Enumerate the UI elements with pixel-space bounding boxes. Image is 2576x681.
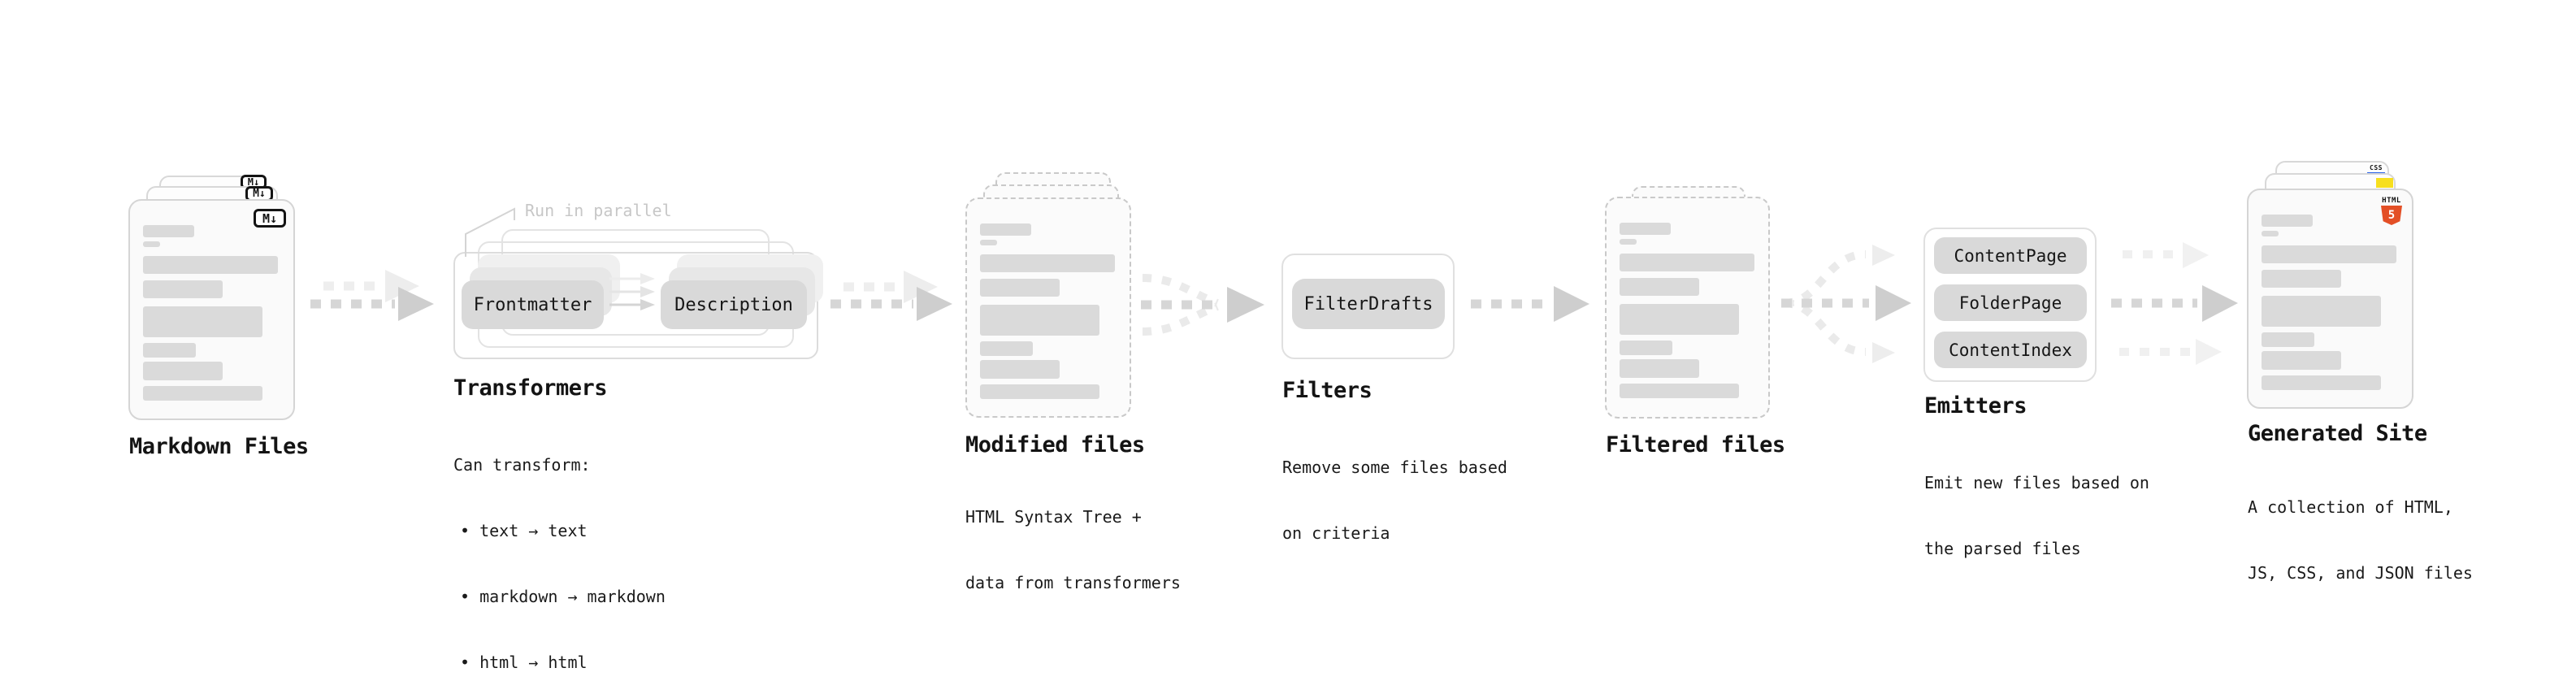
flow-arrow-filtered-to-emitters: [1781, 245, 1911, 363]
text-line-placeholder: [2262, 245, 2396, 263]
folderpage-pill: FolderPage: [1934, 284, 2087, 321]
text-line-placeholder: [980, 341, 1033, 356]
html5-icon-number: 5: [2387, 209, 2396, 222]
text-line-placeholder: [1620, 304, 1739, 335]
text-line-placeholder: [2262, 375, 2381, 390]
markdown-doc-front: M↓: [128, 199, 295, 420]
text-line-placeholder: [2262, 270, 2341, 288]
generated-doc-front: HTML 5: [2247, 189, 2413, 409]
modified-doc-front: [965, 197, 1131, 418]
transformers-caption: Can transform: • text → text • markdown …: [453, 410, 666, 681]
markdown-icon: M↓: [254, 209, 286, 228]
caption-line: JS, CSS, and JSON files: [2248, 563, 2473, 583]
emitters-title: Emitters: [1924, 393, 2027, 419]
css-icon-label: CSS: [2370, 164, 2383, 171]
run-in-parallel-note: Run in parallel: [525, 201, 672, 220]
text-line-placeholder: [143, 343, 196, 358]
caption-bullet: • markdown → markdown: [460, 587, 666, 606]
emitters-caption: Emit new files based on the parsed files: [1924, 428, 2149, 604]
text-line-placeholder: [980, 360, 1060, 379]
generated-site-title: Generated Site: [2248, 421, 2427, 446]
caption-line: A collection of HTML,: [2248, 497, 2453, 517]
caption-line: data from transformers: [965, 573, 1181, 592]
text-line-placeholder: [980, 254, 1115, 272]
filtered-doc-front: [1605, 197, 1770, 419]
text-line-placeholder: [1620, 223, 1671, 235]
flow-arrow-emitters-to-generated: [2111, 242, 2238, 365]
filters-title: Filters: [1282, 378, 1373, 403]
flow-arrow-filters-to-filtered: [1471, 286, 1589, 322]
flow-arrow-transformers-to-modified: [830, 271, 952, 321]
contentpage-pill: ContentPage: [1934, 237, 2087, 274]
text-line-placeholder: [1620, 278, 1699, 296]
caption-line: Can transform:: [453, 455, 591, 475]
html5-icon: HTML 5: [2381, 197, 2402, 225]
text-line-placeholder: [1620, 384, 1739, 398]
text-line-placeholder: [980, 384, 1099, 399]
caption-line: Emit new files based on: [1924, 473, 2149, 492]
text-line-placeholder: [2262, 351, 2341, 370]
text-line-placeholder: [2262, 231, 2279, 236]
text-line-placeholder: [2262, 332, 2314, 347]
caption-line: HTML Syntax Tree +: [965, 507, 1142, 527]
text-line-placeholder: [2262, 296, 2381, 327]
html5-icon-word: HTML: [2382, 197, 2401, 205]
text-line-placeholder: [143, 225, 194, 237]
transformer-box-front: [453, 252, 818, 359]
flow-arrow-markdown-to-transformers: [310, 270, 434, 321]
modified-files-caption: HTML Syntax Tree + data from transformer…: [965, 462, 1181, 638]
markdown-files-title: Markdown Files: [129, 434, 309, 459]
markdown-icon: M↓: [245, 186, 273, 202]
description-pill: Description: [661, 280, 807, 329]
text-line-placeholder: [143, 386, 262, 401]
transformers-title: Transformers: [453, 375, 608, 401]
html5-icon-shield: 5: [2381, 206, 2402, 225]
text-line-placeholder: [1620, 254, 1754, 271]
text-line-placeholder: [980, 240, 997, 245]
filtered-files-title: Filtered files: [1606, 432, 1785, 458]
text-line-placeholder: [980, 305, 1099, 336]
text-line-placeholder: [143, 362, 223, 380]
text-line-placeholder: [1620, 359, 1699, 378]
text-line-placeholder: [1620, 340, 1672, 355]
javascript-icon: [2376, 178, 2393, 188]
text-line-placeholder: [143, 280, 223, 298]
generated-site-caption: A collection of HTML, JS, CSS, and JSON …: [2248, 453, 2473, 628]
text-line-placeholder: [143, 256, 278, 274]
text-line-placeholder: [1620, 239, 1637, 245]
text-line-placeholder: [980, 223, 1031, 236]
caption-bullet: • text → text: [460, 521, 588, 540]
filterdrafts-pill: FilterDrafts: [1292, 279, 1445, 329]
frontmatter-pill: Frontmatter: [462, 280, 604, 329]
contentindex-pill: ContentIndex: [1934, 332, 2087, 368]
text-line-placeholder: [143, 241, 160, 247]
text-line-placeholder: [980, 279, 1060, 297]
caption-line: the parsed files: [1924, 539, 2081, 558]
flow-arrow-modified-to-filters: [1141, 274, 1264, 336]
caption-line: on criteria: [1282, 523, 1390, 543]
text-line-placeholder: [2262, 215, 2313, 227]
text-line-placeholder: [143, 306, 262, 337]
filters-caption: Remove some files based on criteria: [1282, 413, 1507, 588]
modified-files-title: Modified files: [965, 432, 1145, 458]
caption-bullet: • html → html: [460, 653, 588, 672]
caption-line: Remove some files based: [1282, 458, 1507, 477]
